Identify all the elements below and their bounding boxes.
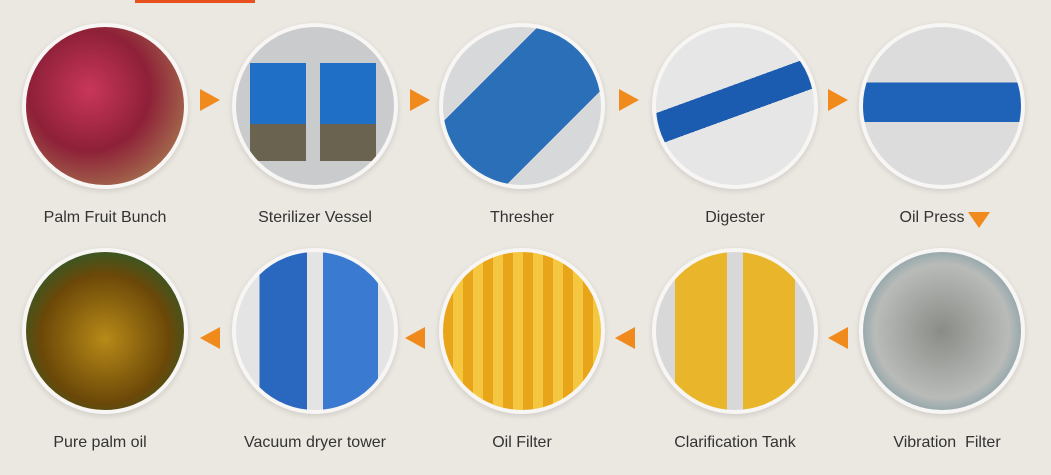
step-thresher: Thresher xyxy=(402,23,642,227)
step-vibration-filter: Vibration Filter xyxy=(822,248,1051,452)
thresher-image xyxy=(439,23,605,189)
clarification-tank-image xyxy=(652,248,818,414)
arrow-right-icon xyxy=(200,89,220,111)
step-label: Thresher xyxy=(489,209,555,226)
step-pure-palm-oil: Pure palm oil xyxy=(0,248,225,452)
arrow-left-icon xyxy=(200,327,220,349)
pure-palm-oil-image xyxy=(22,248,188,414)
step-label: Oil Filter xyxy=(492,434,552,451)
step-sterilizer-vessel: Sterilizer Vessel xyxy=(195,23,435,227)
step-label: Digester xyxy=(705,209,765,226)
arrow-right-icon xyxy=(828,89,848,111)
vacuum-dryer-tower-image xyxy=(232,248,398,414)
step-label: Pure palm oil xyxy=(53,434,147,451)
oil-press-image xyxy=(859,23,1025,189)
step-clarification-tank: Clarification Tank xyxy=(615,248,855,452)
arrow-left-icon xyxy=(828,327,848,349)
arrow-left-icon xyxy=(405,327,425,349)
step-oil-filter: Oil Filter xyxy=(402,248,642,452)
palm-fruit-bunch-image xyxy=(22,23,188,189)
arrow-down-icon xyxy=(968,212,990,228)
step-vacuum-dryer-tower: Vacuum dryer tower xyxy=(195,248,435,452)
arrow-right-icon xyxy=(410,89,430,111)
arrow-left-icon xyxy=(615,327,635,349)
step-digester: Digester xyxy=(615,23,855,227)
step-palm-fruit-bunch: Palm Fruit Bunch xyxy=(0,23,225,227)
vibration-filter-image xyxy=(859,248,1025,414)
sterilizer-vessel-image xyxy=(232,23,398,189)
oil-filter-image xyxy=(439,248,605,414)
accent-bar xyxy=(135,0,255,3)
step-label: Clarification Tank xyxy=(674,434,796,451)
digester-image xyxy=(652,23,818,189)
step-label: Vibration Filter xyxy=(893,434,1001,451)
step-label: Oil Press xyxy=(899,209,965,226)
step-label: Sterilizer Vessel xyxy=(258,209,372,226)
arrow-right-icon xyxy=(619,89,639,111)
step-label: Vacuum dryer tower xyxy=(244,434,386,451)
step-label: Palm Fruit Bunch xyxy=(43,209,167,226)
step-oil-press: Oil Press xyxy=(822,23,1051,227)
